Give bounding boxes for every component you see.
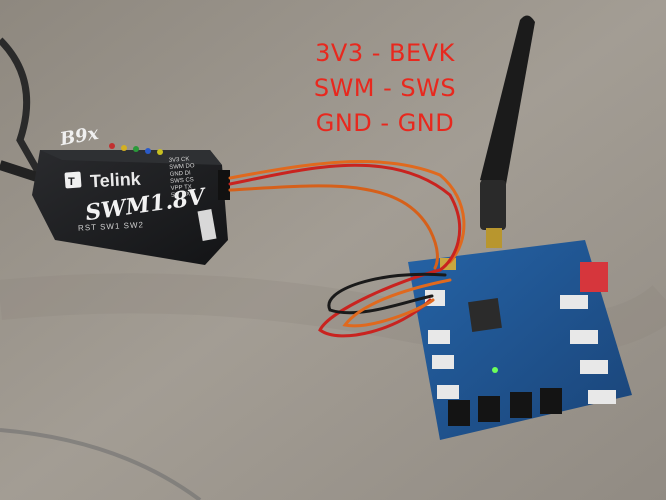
svg-text:T: T xyxy=(68,176,75,188)
desk-cable xyxy=(0,428,202,500)
annotation-line-1: 3V3 - BEVK xyxy=(315,39,455,67)
pcb-board xyxy=(408,240,632,440)
programmer-box: T xyxy=(32,143,230,265)
dip-switches xyxy=(580,262,608,292)
pin-labels: 3V3 CK SWM DO GND DI SWS CS VPP TX 5V RX xyxy=(168,156,195,199)
annotation-line-3: GND - GND xyxy=(315,109,455,137)
chip xyxy=(468,298,502,332)
annotation-line-2: SWM - SWS xyxy=(313,74,457,102)
programmer-brand-label: Telink xyxy=(89,168,142,192)
audio-jacks xyxy=(448,388,562,426)
jumper-wires xyxy=(228,160,466,338)
usb-cable-2 xyxy=(0,160,42,183)
pcb-headers-right xyxy=(560,295,616,404)
antenna xyxy=(480,15,535,248)
usb-cable xyxy=(0,37,44,177)
